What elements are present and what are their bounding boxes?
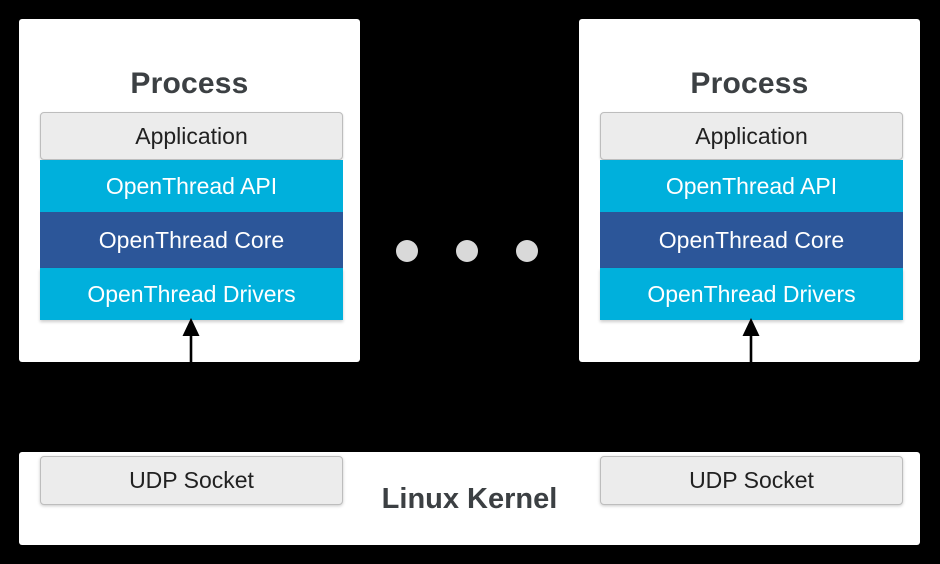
linux-kernel-label: Linux Kernel	[381, 483, 558, 515]
layer-application-1[interactable]: Application	[40, 112, 343, 160]
process-title-2: Process	[690, 67, 809, 100]
ellipsis-dot-icon-2	[456, 240, 478, 262]
linux-kernel-bar: UDP Socket Linux Kernel UDP Socket	[19, 452, 920, 545]
process-title-1: Process	[130, 67, 249, 100]
process-card-1: Process Application OpenThread API OpenT…	[19, 19, 360, 362]
udp-socket-box-2[interactable]: UDP Socket	[600, 456, 903, 505]
layer-openthread-api-2[interactable]: OpenThread API	[600, 160, 903, 212]
process-stack-1: Application OpenThread API OpenThread Co…	[40, 112, 343, 320]
ellipsis-dot-icon-1	[396, 240, 418, 262]
ellipsis-dots	[396, 240, 544, 264]
layer-application-2[interactable]: Application	[600, 112, 903, 160]
process-stack-2: Application OpenThread API OpenThread Co…	[600, 112, 903, 320]
ellipsis-dot-icon-3	[516, 240, 538, 262]
udp-socket-box-1[interactable]: UDP Socket	[40, 456, 343, 505]
layer-openthread-drivers-2[interactable]: OpenThread Drivers	[600, 268, 903, 320]
layer-openthread-core-1[interactable]: OpenThread Core	[40, 212, 343, 268]
arrow-up-icon-socket-to-drivers-2	[742, 318, 760, 362]
layer-openthread-core-2[interactable]: OpenThread Core	[600, 212, 903, 268]
arrow-up-icon-socket-to-drivers-1	[182, 318, 200, 362]
process-card-2: Process Application OpenThread API OpenT…	[579, 19, 920, 362]
layer-openthread-api-1[interactable]: OpenThread API	[40, 160, 343, 212]
layer-openthread-drivers-1[interactable]: OpenThread Drivers	[40, 268, 343, 320]
